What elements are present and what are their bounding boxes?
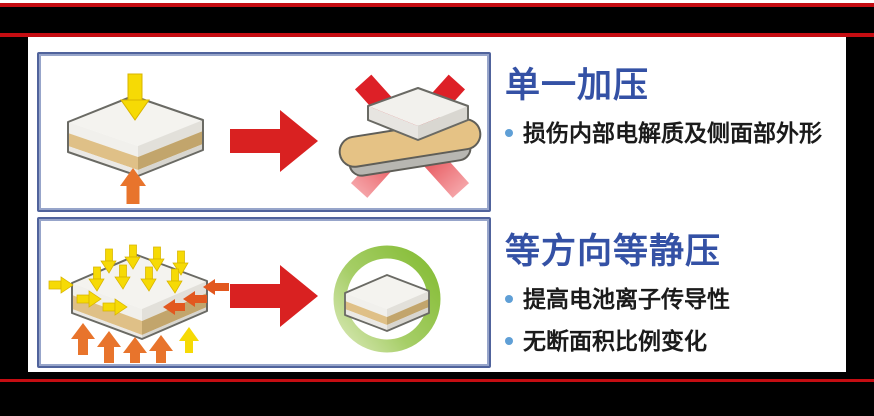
press-up-arrow-icon (120, 168, 146, 204)
section-heading: 单一加压 (505, 66, 650, 105)
bullet-dot-icon (505, 295, 513, 303)
transform-arrow-icon (230, 265, 318, 327)
section-heading: 等方向等静压 (505, 232, 722, 271)
bottom-press-arrows-icon (71, 323, 199, 363)
bottom-red-rule (0, 379, 874, 382)
bullet-text: 无断面积比例变化 (523, 328, 707, 354)
bullet-item: 无断面积比例变化 (505, 324, 850, 358)
right-press-arrows-icon (163, 279, 229, 315)
damaged-battery-crossed-icon (338, 74, 482, 198)
bullet-item: 提高电池离子传导性 (505, 282, 850, 316)
top-red-rule-inner (0, 33, 874, 37)
battery-all-side-press-icon (48, 244, 229, 363)
single-press-diagram-box (37, 52, 491, 212)
press-down-arrow-icon (120, 73, 150, 121)
bullet-text: 提高电池离子传导性 (523, 286, 730, 312)
isostatic-press-diagram-box (37, 217, 491, 368)
section-single-press: 单一加压 损伤内部电解质及侧面部外形 (505, 64, 850, 150)
top-press-arrows-icon (88, 244, 189, 294)
left-press-arrows-icon (48, 276, 128, 316)
right-black-column (846, 37, 874, 372)
intact-battery-ring-icon (333, 245, 441, 353)
top-red-rule-outer (0, 3, 874, 7)
left-black-column (0, 37, 28, 372)
bottom-black-band (0, 372, 874, 416)
section-isostatic-press: 等方向等静压 提高电池离子传导性 无断面积比例变化 (505, 230, 850, 358)
battery-two-arrow-press-icon (67, 73, 204, 204)
bullet-dot-icon (505, 337, 513, 345)
bullet-dot-icon (505, 129, 513, 137)
approved-ring-icon (333, 245, 441, 353)
bullet-item: 损伤内部电解质及侧面部外形 (505, 116, 850, 150)
top-black-band (0, 7, 874, 33)
transform-arrow-icon (230, 110, 318, 172)
bullet-text: 损伤内部电解质及侧面部外形 (523, 120, 822, 146)
